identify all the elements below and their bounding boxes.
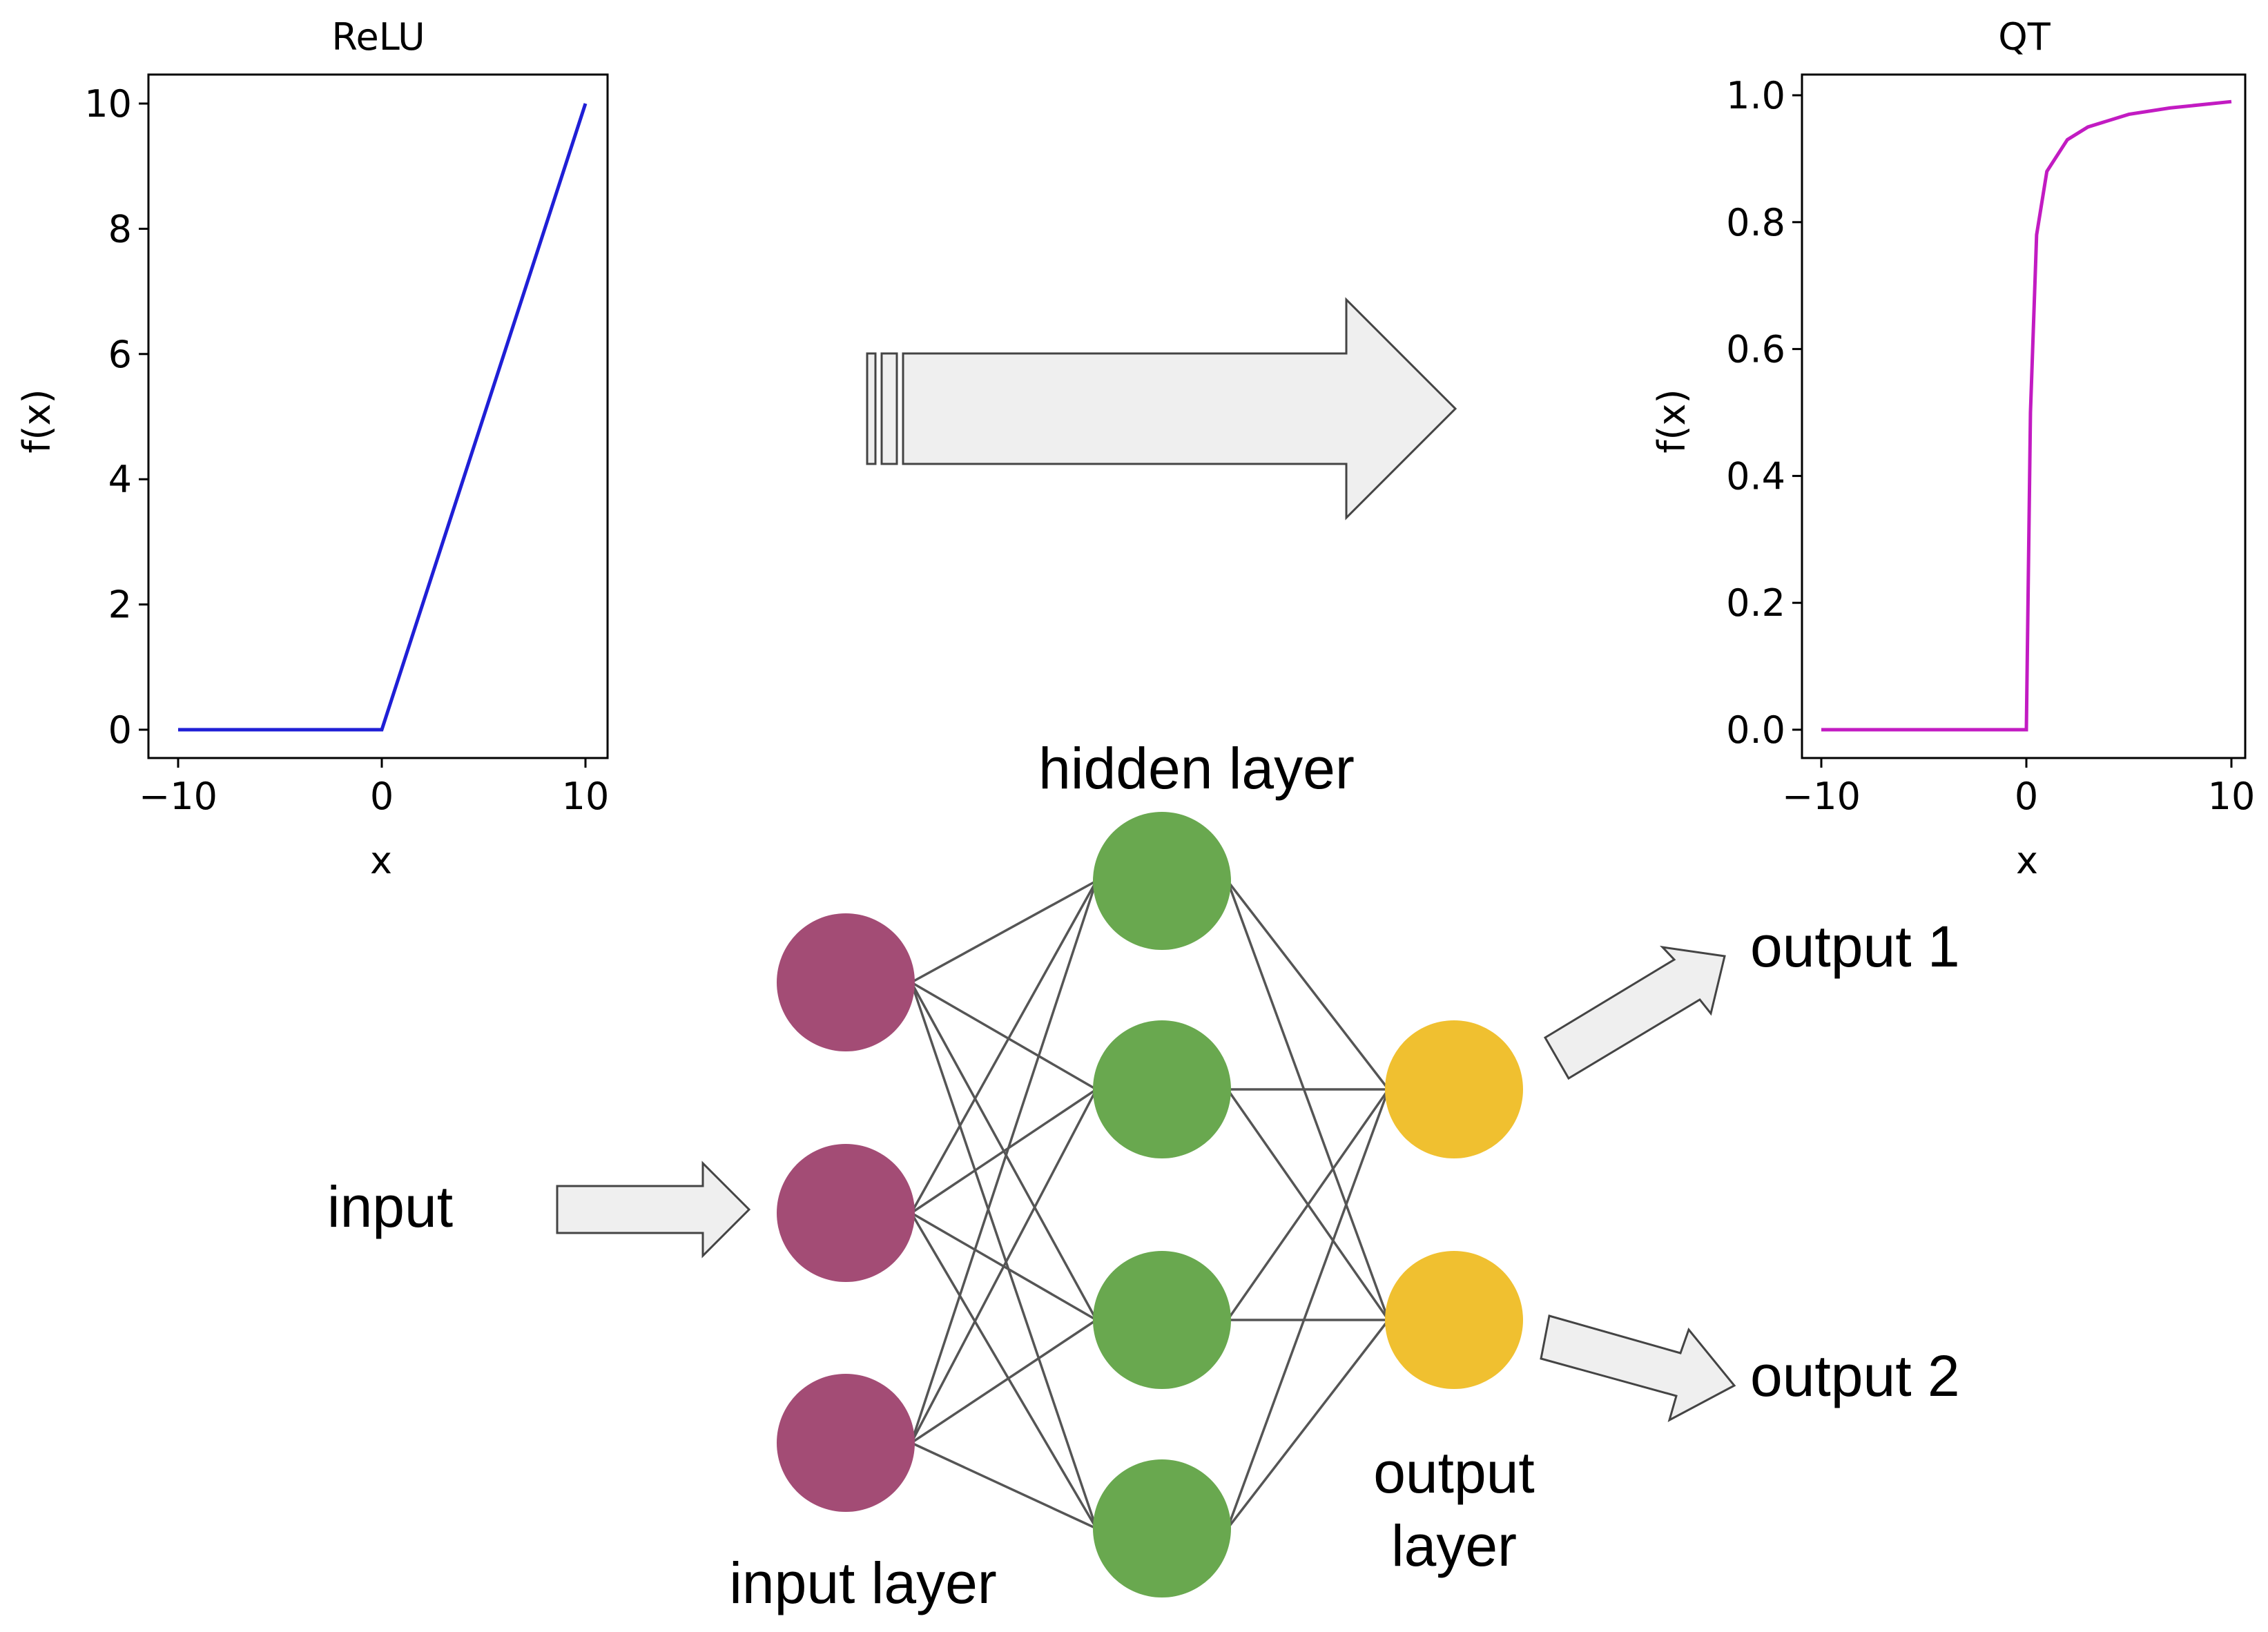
y-tick-label: 0.6 xyxy=(1726,328,1785,371)
input-layer-label: input layer xyxy=(729,1551,997,1615)
input-arrow xyxy=(556,1160,751,1259)
hidden-node xyxy=(1093,1020,1231,1158)
output-1-arrow xyxy=(1543,945,1726,1080)
output-2-arrow xyxy=(1540,1314,1736,1422)
output-1-label: output 1 xyxy=(1750,914,1960,979)
relu-xlabel: x xyxy=(370,839,392,882)
x-tick-label: 10 xyxy=(2208,775,2256,818)
x-tick-label: 0 xyxy=(2015,775,2038,818)
y-tick-label: 6 xyxy=(108,333,132,376)
network-edges xyxy=(910,880,1390,1530)
y-tick-label: 8 xyxy=(108,207,132,251)
y-tick-label: 0.2 xyxy=(1726,581,1785,625)
network-edge xyxy=(911,1088,1097,1214)
network-edge xyxy=(1226,880,1390,1321)
network-edge xyxy=(911,981,1097,1091)
neural-network-diagram: input input layer hidden layer output la… xyxy=(327,736,1960,1615)
network-edge xyxy=(910,1212,1098,1529)
y-tick-label: 0 xyxy=(108,708,132,752)
x-tick-label: 10 xyxy=(562,775,610,818)
relu-series-line xyxy=(178,103,588,732)
relu-title: ReLU xyxy=(331,15,425,59)
x-tick-label: 0 xyxy=(370,775,394,818)
hidden-layer-label: hidden layer xyxy=(1038,736,1355,801)
qt-chart: QT x f(x) −10 0 10 0.0 0.2 0.4 0.6 0.8 1.0 xyxy=(1650,15,2255,882)
relu-y-ticks: 0 2 4 6 8 10 xyxy=(84,82,148,752)
qt-plot-frame xyxy=(1801,73,2247,759)
network-edge xyxy=(910,880,1098,1444)
output-2-label: output 2 xyxy=(1750,1343,1960,1408)
y-tick-label: 1.0 xyxy=(1726,74,1785,117)
output-node xyxy=(1385,1251,1523,1389)
hidden-node xyxy=(1093,1459,1231,1597)
y-tick-label: 4 xyxy=(108,458,132,501)
network-edge xyxy=(910,982,1098,1529)
network-edge xyxy=(1226,1089,1390,1529)
transform-arrow xyxy=(866,297,1457,521)
qt-ylabel: f(x) xyxy=(1650,389,1694,453)
relu-ylabel: f(x) xyxy=(15,389,59,453)
y-tick-label: 10 xyxy=(84,82,132,126)
network-edge xyxy=(911,1319,1097,1444)
network-edge xyxy=(1226,1319,1390,1530)
x-tick-label: −10 xyxy=(139,775,217,818)
output-layer-label-line1: output xyxy=(1373,1440,1535,1505)
relu-plot-frame xyxy=(147,73,609,759)
qt-y-ticks: 0.0 0.2 0.4 0.6 0.8 1.0 xyxy=(1726,74,1802,752)
qt-xlabel: x xyxy=(2016,839,2038,882)
arrow-tail-stripe-1 xyxy=(866,352,877,465)
network-edge xyxy=(911,880,1097,984)
hidden-node xyxy=(1093,1251,1231,1389)
qt-title: QT xyxy=(1998,15,2051,59)
output-layer-label-line2: layer xyxy=(1391,1513,1517,1578)
network-edge xyxy=(910,880,1098,1214)
qt-series-line xyxy=(1821,99,2232,732)
y-tick-label: 0.8 xyxy=(1726,201,1785,244)
output-node xyxy=(1385,1020,1523,1158)
input-node xyxy=(777,1144,915,1282)
network-edge xyxy=(910,1089,1098,1444)
relu-x-ticks: −10 0 10 xyxy=(139,758,609,818)
input-label: input xyxy=(327,1174,453,1239)
network-nodes xyxy=(777,812,1523,1597)
input-node xyxy=(777,1374,915,1512)
arrow-tail-stripe-2 xyxy=(880,352,898,465)
network-edge xyxy=(911,1441,1097,1530)
network-edge xyxy=(1226,880,1390,1091)
arrow-body xyxy=(902,297,1457,521)
x-tick-label: −10 xyxy=(1782,775,1861,818)
network-edge xyxy=(1226,1088,1390,1321)
hidden-node xyxy=(1093,812,1231,950)
y-tick-label: 0.0 xyxy=(1726,708,1785,752)
y-tick-label: 2 xyxy=(108,583,132,627)
y-tick-label: 0.4 xyxy=(1726,454,1785,498)
qt-x-ticks: −10 0 10 xyxy=(1782,758,2255,818)
input-node xyxy=(777,913,915,1051)
